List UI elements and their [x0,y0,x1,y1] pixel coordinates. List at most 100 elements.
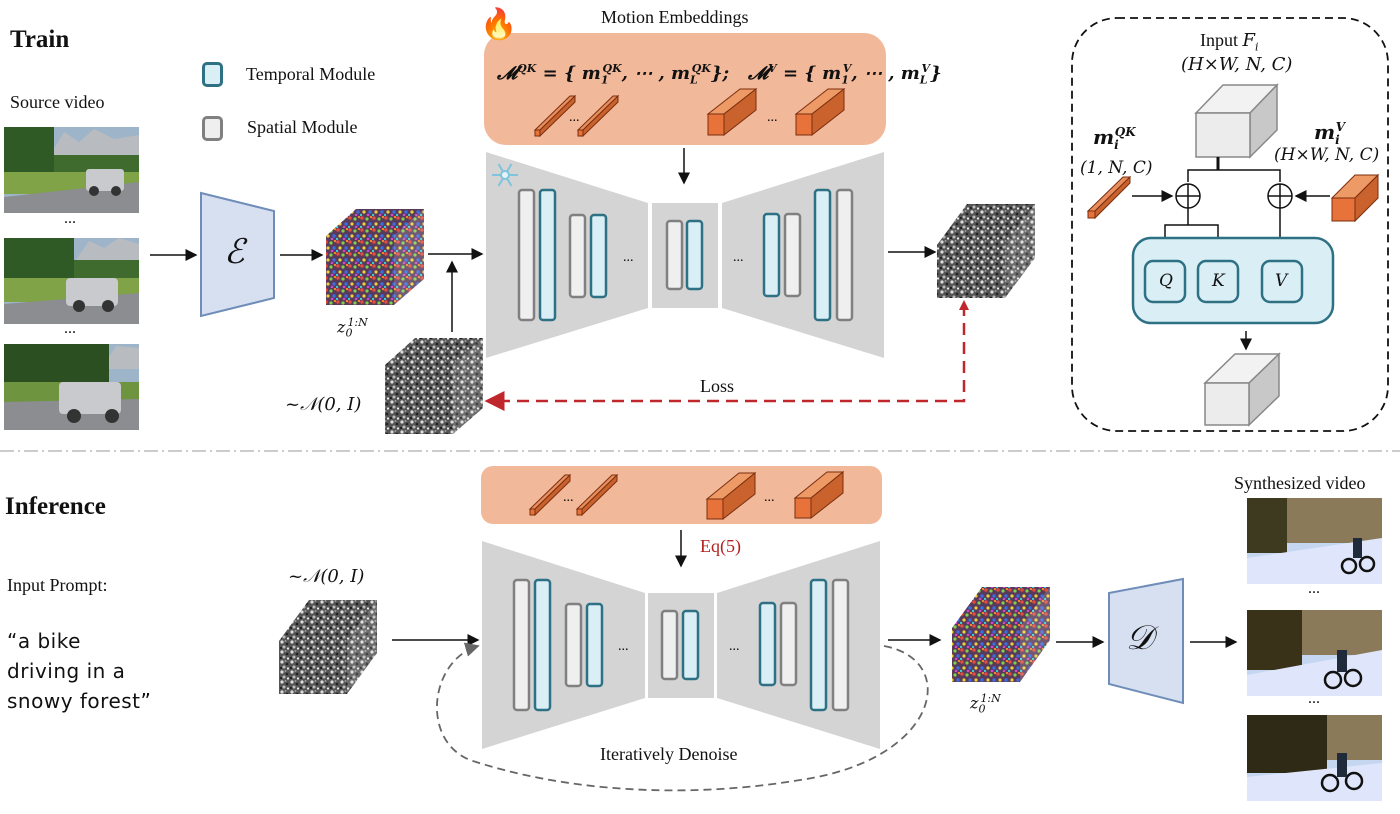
legend-temporal-label: Temporal Module [246,64,376,84]
synth-frame-1 [1247,498,1382,584]
svg-text:...: ... [563,490,574,505]
synth-frame-3 [1247,715,1382,801]
spatial-module [564,602,583,688]
prompt-text: “a bike driving in a snowy forest” [7,626,151,716]
spatial-module [660,609,679,681]
noise-label-inference: ~𝒩(0, I) [288,566,365,587]
unet-train: ... ... [486,152,884,358]
qk-embedding-bar-inf-2 [575,473,619,517]
query-label: Q [1159,271,1173,291]
latent-label-inference: z01:N [970,692,1001,716]
spatial-module [783,212,802,298]
motion-embeddings-box [484,33,886,145]
query-box [1143,259,1187,304]
v-embedding-block-2 [794,87,846,137]
mqk-formula: 𝓜QK = { m1QK, ⋯ , mLQK}; 𝓜V = { m1V, ⋯ ,… [497,62,942,87]
encoder-block [200,191,275,318]
v-embedding-block-inf-1 [705,471,757,521]
noise-cube-train [385,338,483,434]
temporal-module [809,578,828,712]
spatial-module [779,601,798,687]
temporal-module [585,602,604,688]
input-prompt-label: Input Prompt: [7,575,108,595]
source-video-label: Source video [10,92,105,112]
spatial-module [665,219,684,291]
input-feature-cube [1194,83,1279,159]
legend-spatial-swatch [202,116,223,141]
qk-embedding-bar-2 [576,94,620,138]
source-frame-1 [4,127,139,213]
unet-ellipsis: ... [733,250,744,265]
spatial-module [568,213,587,299]
source-frame-3 [4,344,139,430]
value-box [1260,259,1304,304]
synth-ellipsis-2: ... [1308,690,1320,707]
latent-cube-train [326,209,424,305]
qk-ellipsis: ... [569,110,580,125]
latent-cube-inference [952,587,1050,682]
mv-detail-label: miV [1314,120,1346,147]
synth-frame-2 [1247,610,1382,696]
qk-embedding-bar-inf-1 [528,473,572,517]
prompt-line: “a bike [7,629,81,653]
v-ellipsis: ... [767,110,778,125]
temporal-module [762,212,781,298]
spatial-module [517,188,536,322]
source-ellipsis-2: ... [64,320,76,337]
latent-label-train: z01:N [337,316,368,340]
denoise-label: Iteratively Denoise [600,744,738,764]
input-shape-label: (H×W, N, C) [1181,54,1293,75]
spatial-module [512,578,531,712]
prompt-line: driving in a [7,659,126,683]
v-embedding-block-inf-2 [793,470,845,520]
mqk-shape-label: (1, N, C) [1080,158,1153,178]
noise-label-train: ~𝒩(0, I) [285,394,362,415]
v-embedding-block-1 [706,87,758,137]
train-title: Train [10,26,70,53]
temporal-module [589,213,608,299]
v-embedding-block-detail [1330,173,1380,223]
denoise-loop-arrow [436,642,929,792]
encoder-symbol: ℰ [224,232,245,272]
unet-train-decoder [722,152,884,358]
legend-temporal-swatch [202,62,223,87]
mqk-detail-label: miQK [1093,125,1136,152]
key-box [1196,259,1240,304]
svg-text:...: ... [764,490,775,505]
mv-shape-label: (H×W, N, C) [1274,145,1380,165]
motion-embeddings-title: Motion Embeddings [601,7,749,27]
temporal-module [758,601,777,687]
source-ellipsis-1: ... [64,210,76,227]
temporal-module [681,609,700,681]
synth-ellipsis-1: ... [1308,580,1320,597]
unet-ellipsis: ... [623,250,634,265]
temporal-module [685,219,704,291]
predicted-noise-cube [937,204,1035,298]
source-frame-2 [4,238,139,324]
temporal-module [533,578,552,712]
unet-train-bottleneck [652,203,718,308]
qk-embedding-bar-1 [533,94,577,138]
synth-video-label: Synthesized video [1234,473,1366,493]
temporal-module [813,188,832,322]
output-feature-cube [1203,352,1281,427]
eq-label: Eq(5) [700,536,741,556]
noise-cube-inference [279,600,377,694]
value-label: V [1275,271,1288,291]
inference-title: Inference [5,493,106,520]
svg-text:...: ... [618,639,629,654]
svg-text:...: ... [729,639,740,654]
legend-spatial-label: Spatial Module [247,117,358,137]
snowflake-icon [492,163,518,187]
loss-label: Loss [700,376,735,396]
detail-box [1071,17,1389,432]
temporal-module [538,188,557,322]
loss-arrow [484,304,966,411]
unet-inference: ... ... [482,541,880,749]
qk-embedding-bar-detail [1086,175,1132,220]
prompt-line: snowy forest” [7,689,152,713]
decoder-block [1108,577,1184,705]
fire-icon: 🔥 [480,8,518,41]
decoder-symbol: 𝒟 [1126,618,1154,658]
